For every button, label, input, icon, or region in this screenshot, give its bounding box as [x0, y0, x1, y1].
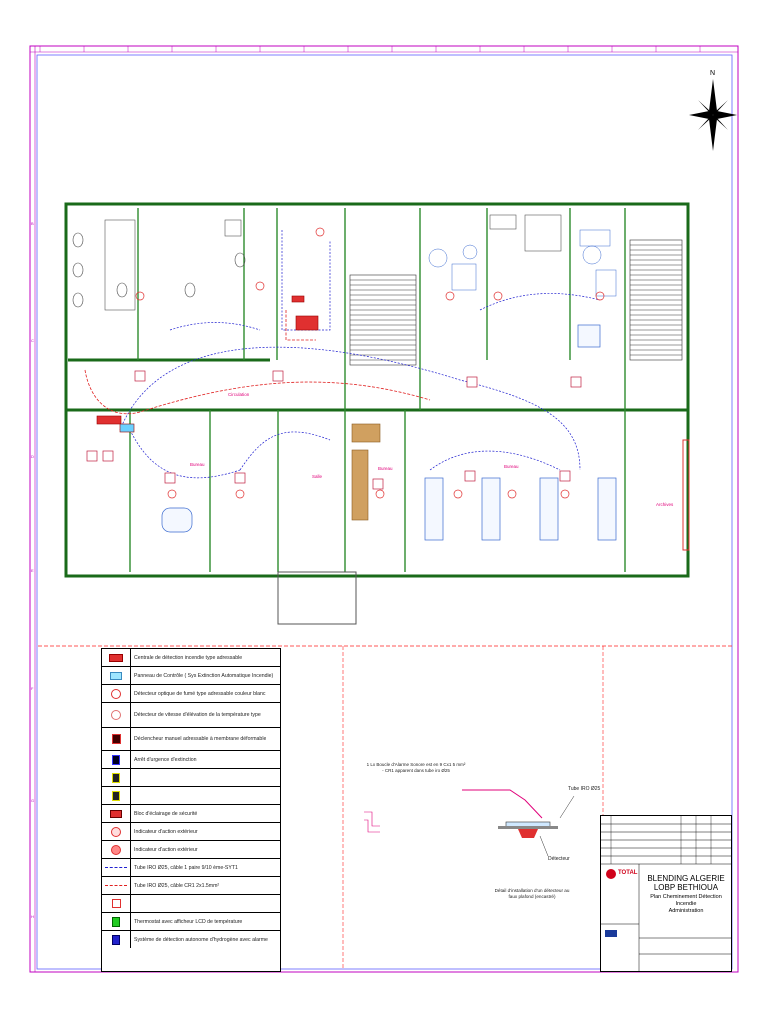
fire-panel-icon	[109, 653, 123, 662]
detector-box	[559, 470, 571, 482]
svg-text:F: F	[31, 686, 34, 691]
legend-label: Déclencheur manuel adressable à membrane…	[134, 736, 267, 742]
emergency-stop-icon	[112, 754, 120, 765]
smoke-detector-icon	[111, 688, 121, 699]
sounder-icon	[111, 899, 121, 908]
room-label-bureau-2: Bureau	[378, 466, 393, 471]
detector-label: Détecteur	[548, 856, 570, 862]
device-icon	[112, 772, 120, 783]
legend-row: Indicateur d'action extérieur	[102, 823, 280, 841]
legend-row: Panneau de Contrôle ( Sys Extinction Aut…	[102, 667, 280, 685]
svg-text:B: B	[31, 221, 34, 226]
legend-row: Indicateur d'action extérieur	[102, 841, 280, 859]
detector-box	[234, 472, 246, 484]
control-panel-icon	[110, 671, 122, 680]
legend-row: Thermostat avec afficheur LCD de tempéra…	[102, 913, 280, 931]
detector-box	[134, 370, 146, 382]
north-arrow-icon: N	[689, 70, 737, 151]
legend-row	[102, 787, 280, 805]
manual-call-point-icon	[111, 734, 121, 744]
legend-row: Détecteur de vitesse d'élévation de la t…	[102, 703, 280, 728]
company-logo: TOTAL	[618, 870, 638, 876]
legend-row: Centrale de détection incendie type adre…	[102, 649, 280, 667]
dashed-red-line-icon	[105, 885, 127, 886]
legend-label: Panneau de Contrôle ( Sys Extinction Aut…	[134, 672, 274, 679]
legend-label: Arrêt d'urgence d'extinction	[134, 756, 197, 763]
room-label-salle: Salle	[312, 474, 323, 479]
detail-note: 1 Lx Boucle d'Alarme Sonore est en 9 Cx1…	[366, 762, 466, 773]
detector-box	[464, 470, 476, 482]
indicator-icon	[111, 826, 121, 837]
smoke-detector	[167, 489, 177, 499]
detector-box	[272, 370, 284, 382]
emergency-light-icon	[110, 809, 122, 818]
legend-label: Indicateur d'action extérieur	[134, 846, 198, 853]
smoke-detector	[445, 291, 455, 301]
tube-label: Tube IRO Ø25	[568, 786, 601, 792]
thermostat-icon	[112, 916, 120, 927]
room-label-bureau-1: Bureau	[190, 462, 205, 467]
legend-row: Tube IRO Ø25, câble 1 paire 9/10 ème-SYT…	[102, 859, 280, 877]
legend-row	[102, 769, 280, 787]
svg-text:D: D	[31, 454, 34, 459]
title-block-grid	[601, 816, 731, 971]
smoke-detector	[315, 227, 325, 237]
detector-box	[372, 478, 384, 490]
legend-row: Détecteur optique de fumé type adressabl…	[102, 685, 280, 703]
smoke-detector	[493, 291, 503, 301]
legend-row: Tube IRO Ø25, câble CR1 2x1.5mm²	[102, 877, 280, 895]
legend-label: Indicateur d'action extérieur	[134, 828, 198, 835]
room-label-archives: Archives	[656, 502, 674, 507]
smoke-detector	[507, 489, 517, 499]
svg-text:N: N	[710, 70, 715, 77]
device-icon	[112, 790, 120, 801]
indicator-flash-icon	[111, 844, 121, 855]
smoke-detector	[235, 489, 245, 499]
smoke-detector	[375, 489, 385, 499]
room-label-bureau-3: Bureau	[504, 464, 519, 469]
legend-label: Tube IRO Ø25, câble CR1 2x1.5mm²	[134, 882, 220, 889]
svg-text:C: C	[31, 338, 34, 343]
svg-text:H: H	[31, 914, 34, 919]
hydrogen-detector-icon	[112, 934, 120, 945]
svg-text:E: E	[31, 568, 34, 573]
legend-row: Déclencheur manuel adressable à membrane…	[102, 728, 280, 751]
legend-label: Thermostat avec afficheur LCD de tempéra…	[134, 918, 243, 925]
legend-label: Détecteur de vitesse d'élévation de la t…	[134, 712, 261, 718]
smoke-detector	[135, 291, 145, 301]
legend-row	[102, 895, 280, 913]
legend-label: Centrale de détection incendie type adre…	[134, 654, 243, 661]
detector-box	[102, 450, 114, 462]
smoke-detector	[453, 489, 463, 499]
dashed-blue-line-icon	[105, 867, 127, 868]
room-label-circulation: Circulation	[228, 392, 250, 397]
legend-label: Détecteur optique de fumé type adressabl…	[134, 690, 266, 697]
building-walls	[64, 202, 690, 578]
legend-label: Tube IRO Ø25, câble 1 paire 9/10 ème-SYT…	[134, 864, 238, 871]
legend-row: Système de détection autonome d'hydrogèn…	[102, 931, 280, 948]
legend-row: Bloc d'éclairage de sécurité	[102, 805, 280, 823]
smoke-detector	[255, 281, 265, 291]
svg-text:G: G	[31, 798, 34, 803]
detector-box	[86, 450, 98, 462]
detector-box	[570, 376, 582, 388]
heat-detector-icon	[111, 710, 121, 720]
detector-installation-detail	[364, 789, 575, 857]
detail-caption: Détail d'installation d'un détecteur au …	[494, 888, 570, 899]
legend-label: Bloc d'éclairage de sécurité	[134, 810, 198, 817]
detector-box	[164, 472, 176, 484]
legend-table: Centrale de détection incendie type adre…	[101, 648, 281, 972]
legend-label: Système de détection autonome d'hydrogèn…	[134, 936, 268, 943]
legend-row: Arrêt d'urgence d'extinction	[102, 751, 280, 769]
smoke-detector	[560, 489, 570, 499]
detector-box	[466, 376, 478, 388]
smoke-detector	[595, 291, 605, 301]
